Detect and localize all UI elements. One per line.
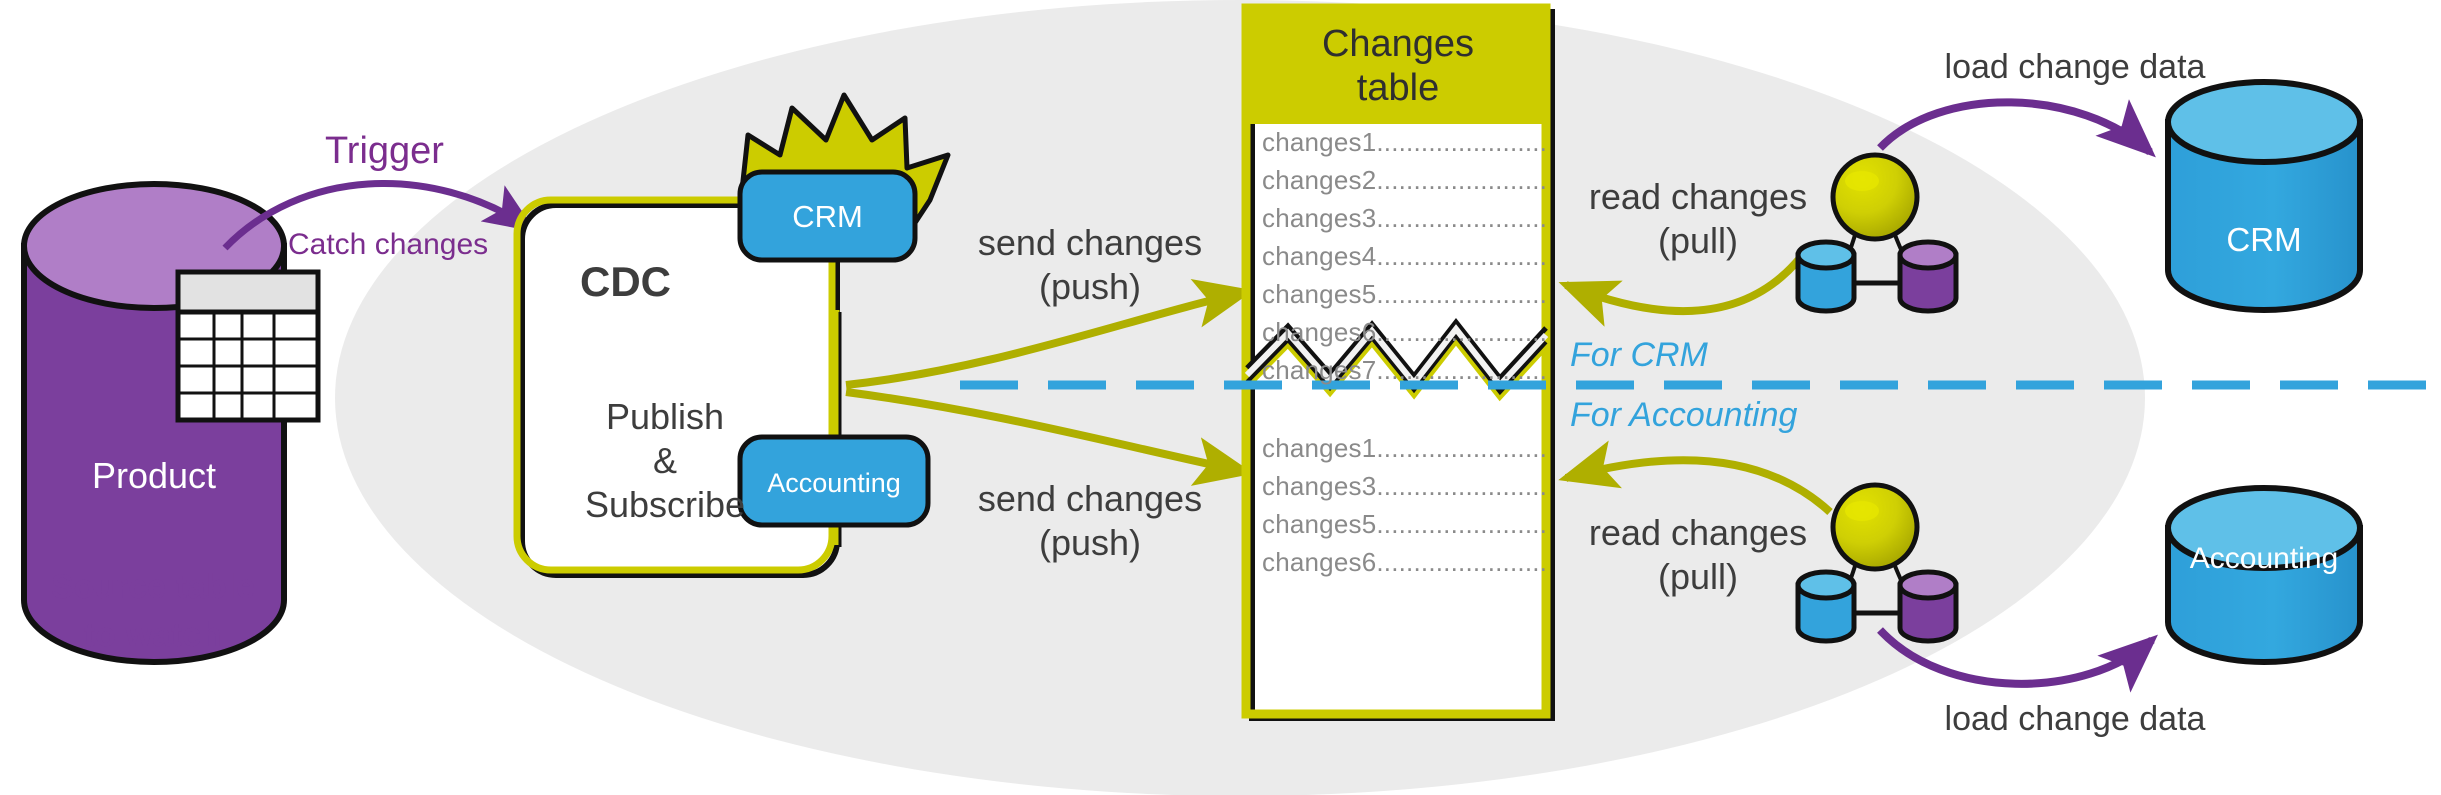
changes-table-row: changes3....................... xyxy=(1262,471,1548,501)
changes-table-row: changes5....................... xyxy=(1262,509,1548,539)
changes-table-upper-rows: changes1....................... changes2.… xyxy=(1262,127,1548,394)
cdc-subtitle-line3: Subscribe xyxy=(584,484,746,525)
cdc-chip-crm-label: CRM xyxy=(792,199,863,234)
cdc-subtitle-line1: Publish xyxy=(605,396,725,437)
changes-table-lower-rows: changes1....................... changes3.… xyxy=(1262,433,1548,586)
changes-table-row: changes4....................... xyxy=(1262,241,1548,271)
load-change-data-top-label: load change data xyxy=(1944,48,2206,86)
partition-label-bottom: For Accounting xyxy=(1570,396,1798,434)
changes-table-row: changes5....................... xyxy=(1262,279,1548,309)
changes-table-row: changes2....................... xyxy=(1262,165,1548,195)
source-db-label: Product xyxy=(91,455,217,496)
changes-table-header-band xyxy=(1250,12,1546,124)
send-changes-bottom-line1: send changes xyxy=(977,478,1203,519)
etl-node-icon-bottom xyxy=(1795,482,1959,644)
read-changes-bottom-line1: read changes xyxy=(1588,512,1808,553)
load-change-data-bottom-label: load change data xyxy=(1944,700,2206,738)
changes-table-row: changes1....................... xyxy=(1262,127,1548,157)
source-table-grid-icon xyxy=(175,269,321,423)
target-accounting-cylinder xyxy=(2165,485,2363,665)
cdc-chip-accounting-label: Accounting xyxy=(767,468,901,498)
read-changes-bottom-line2: (pull) xyxy=(1657,556,1738,597)
etl-node-icon-top xyxy=(1795,152,1959,314)
target-crm-cylinder xyxy=(2165,79,2363,313)
send-changes-bottom-line2: (push) xyxy=(1038,522,1142,563)
load-change-data-top-arrow xyxy=(1877,98,2156,158)
read-changes-bottom-arrow xyxy=(1558,440,1833,515)
read-changes-top-arrow xyxy=(1558,255,1804,327)
changes-table-row: changes6....................... xyxy=(1262,317,1548,347)
cdc-subtitle-line2: & xyxy=(652,440,677,481)
send-changes-top-line1: send changes xyxy=(977,222,1203,263)
trigger-label: Trigger xyxy=(325,130,444,172)
changes-table-row: changes3....................... xyxy=(1262,203,1548,233)
target-crm-label: CRM xyxy=(2226,221,2302,258)
source-caption-line2: to watch xyxy=(84,616,222,654)
read-changes-top-line1: read changes xyxy=(1588,176,1808,217)
target-accounting-label: Accounting xyxy=(2189,542,2339,575)
trigger-arrow xyxy=(222,180,536,251)
send-changes-top-arrow xyxy=(845,279,1254,389)
changes-table-title-line2: table xyxy=(1356,67,1440,109)
cdc-title: CDC xyxy=(580,258,671,305)
send-changes-bottom-arrow xyxy=(845,388,1254,486)
changes-table-row: changes7....................... xyxy=(1262,355,1548,385)
send-changes-top-line2: (push) xyxy=(1038,266,1142,307)
source-caption-line1: Source table xyxy=(50,568,256,606)
cdc-chip-accounting[interactable] xyxy=(737,434,931,528)
changes-table-row: changes6....................... xyxy=(1262,547,1548,577)
catch-changes-label: Catch changes xyxy=(288,228,489,261)
read-changes-top-line2: (pull) xyxy=(1657,220,1738,261)
changes-table-title-line1: Changes xyxy=(1321,23,1475,65)
load-change-data-bottom-arrow xyxy=(1877,627,2158,693)
changes-table-row: changes1....................... xyxy=(1262,433,1548,463)
cdc-chip-crm[interactable] xyxy=(737,169,918,263)
partition-label-top: For CRM xyxy=(1570,336,1708,374)
